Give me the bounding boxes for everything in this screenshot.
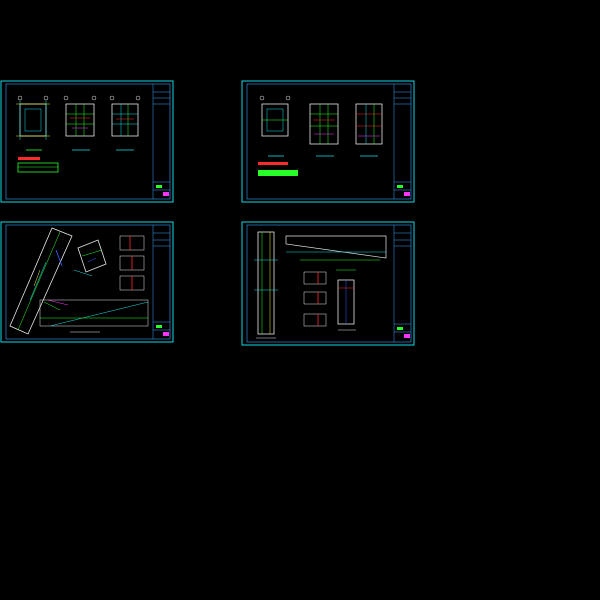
title-block	[393, 84, 411, 199]
section-detail	[119, 235, 145, 291]
sheet-4[interactable]	[241, 221, 415, 346]
floor-plan	[355, 103, 383, 157]
sheet-2[interactable]	[241, 80, 415, 203]
floor-plan	[16, 95, 50, 151]
legend	[17, 157, 59, 173]
title-block	[393, 225, 411, 342]
long-section	[39, 299, 149, 333]
floor-plan	[259, 95, 291, 157]
angled-site-plan	[9, 227, 73, 335]
title-block	[152, 225, 170, 339]
floor-plan	[309, 103, 339, 157]
section-detail	[303, 271, 327, 327]
column-detail	[336, 269, 356, 331]
wedge-section	[285, 235, 387, 261]
floor-plan	[109, 95, 141, 151]
sheet-1[interactable]	[0, 80, 174, 203]
detail-plan	[73, 239, 107, 277]
sheet-3[interactable]	[0, 221, 174, 343]
elevation	[254, 231, 278, 339]
title-block	[152, 84, 170, 199]
floor-plan	[63, 95, 97, 151]
legend	[258, 162, 298, 176]
